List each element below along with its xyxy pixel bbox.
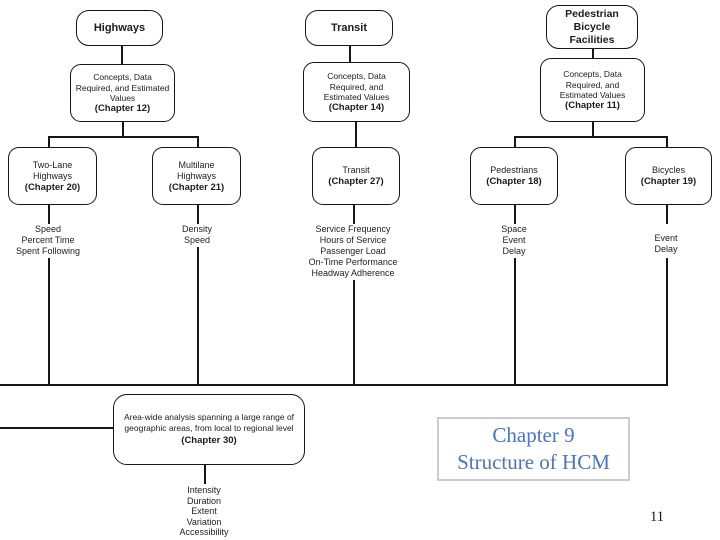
node-concepts14-line: Concepts, Data: [327, 71, 386, 81]
node-multilane-line: Highways: [176, 170, 216, 181]
measure-line: Density: [181, 224, 212, 234]
node-pedbike-line: Pedestrian: [565, 7, 619, 20]
node-concepts14-line: Estimated Values: [323, 92, 390, 102]
measure-line: Extent: [191, 506, 217, 517]
measure-line: Accessibility: [179, 527, 229, 538]
node-highways-label: Highways: [93, 21, 146, 34]
node-pedestrian-bicycle-facilities: Pedestrian Bicycle Facilities: [546, 5, 638, 49]
stub-transit27-measures: [353, 205, 355, 224]
node-concepts-chapter14: Concepts, Data Required, and Estimated V…: [303, 62, 410, 122]
measure-line: Percent Time: [21, 235, 75, 245]
measures-transit: Service Frequency Hours of Service Passe…: [283, 224, 423, 279]
measure-line: Duration: [186, 495, 222, 506]
drop-multilane-collector: [197, 247, 199, 384]
node-bicycles-line: Bicycles: [651, 165, 685, 175]
node-transit27-line: Transit: [342, 165, 370, 175]
collector-bar: [0, 384, 668, 386]
split-bar-pedbike: [514, 136, 667, 138]
node-concepts-chapter12: Concepts, Data Required, and Estimated V…: [70, 64, 175, 122]
caption-title: Chapter 9: [492, 423, 575, 447]
measure-line: Passenger Load: [320, 246, 386, 256]
measures-bicycles: Event Delay: [596, 233, 720, 255]
connector-split-twolane: [48, 136, 50, 147]
measure-line: Variation: [186, 516, 222, 527]
node-concepts14-line: Required, and: [329, 81, 384, 92]
connector-split-multilane: [197, 136, 199, 147]
drop-transit-collector: [353, 280, 355, 384]
node-transit: Transit: [305, 10, 393, 46]
caption-box: Chapter 9 Structure of HCM: [437, 417, 630, 481]
measures-twolane: Speed Percent Time Spent Following: [0, 224, 118, 257]
node-areawide-line: geographic areas, from local to regional…: [124, 422, 294, 433]
drop-pedestrians-collector: [514, 258, 516, 384]
measure-line: Speed: [183, 235, 211, 245]
node-concepts12-line: Concepts, Data: [93, 72, 152, 82]
stub-twolane-measures: [48, 205, 50, 224]
measure-line: Event: [502, 235, 526, 245]
node-twolane-chapter: (Chapter 20): [24, 181, 81, 193]
measure-line: Speed: [34, 224, 62, 234]
node-concepts12-chapter: (Chapter 12): [94, 102, 151, 114]
node-concepts11-chapter: (Chapter 11): [565, 99, 620, 111]
connector-highways-concepts12: [121, 46, 123, 64]
measure-line: Event: [654, 233, 678, 243]
node-transit-chapter27: Transit (Chapter 27): [312, 147, 400, 205]
measures-multilane: Density Speed: [127, 224, 267, 246]
measure-line: Spent Following: [15, 246, 81, 256]
node-bicycles-chapter: (Chapter 19): [640, 176, 697, 187]
connector-split-bicycles: [666, 136, 668, 147]
node-highways: Highways: [76, 10, 163, 46]
node-concepts12-line: Required, and Estimated: [75, 82, 170, 93]
node-pedbike-line: Facilities: [569, 33, 615, 46]
node-transit27-chapter: (Chapter 27): [328, 176, 384, 187]
node-twolane-highways: Two-Lane Highways (Chapter 20): [8, 147, 97, 205]
drop-twolane-collector: [48, 258, 50, 384]
measure-line: Space: [501, 224, 527, 234]
node-areawide-chapter30: Area-wide analysis spanning a large rang…: [113, 394, 305, 465]
node-pedestrians-chapter: (Chapter 18): [486, 176, 542, 187]
node-concepts11-line: Required, and: [565, 79, 620, 90]
node-areawide-chapter: (Chapter 30): [181, 435, 237, 447]
measure-line: Service Frequency: [315, 224, 391, 234]
node-concepts11-line: Estimated Values: [559, 90, 626, 100]
node-twolane-line: Two-Lane: [32, 159, 73, 170]
stub-pedestrians-measures: [514, 205, 516, 224]
measure-line: On-Time Performance: [308, 257, 398, 267]
drop-bicycles-collector: [666, 258, 668, 384]
node-pedbike-line: Bicycle: [573, 20, 611, 33]
measures-areawide: Intensity Duration Extent Variation Acce…: [134, 485, 274, 538]
stub-bicycles-measures: [666, 205, 668, 224]
node-concepts-chapter11: Concepts, Data Required, and Estimated V…: [540, 58, 645, 122]
node-multilane-highways: Multilane Highways (Chapter 21): [152, 147, 241, 205]
split-bar-highways: [48, 136, 198, 138]
node-concepts12-line: Values: [109, 93, 136, 103]
feed-line-areawide: [0, 427, 114, 429]
measure-line: Delay: [502, 246, 526, 256]
node-transit-label: Transit: [330, 21, 368, 34]
stub-areawide-measures: [204, 465, 206, 484]
page-number: 11: [650, 509, 664, 525]
node-concepts11-line: Concepts, Data: [563, 69, 622, 79]
connector-pedbike-concepts11: [592, 48, 594, 59]
measure-line: Headway Adherence: [311, 268, 395, 278]
measure-line: Intensity: [187, 485, 221, 495]
node-twolane-line: Highways: [32, 170, 72, 181]
node-multilane-line: Multilane: [178, 159, 215, 170]
node-areawide-line: Area-wide analysis spanning a large rang…: [123, 411, 295, 422]
stub-multilane-measures: [197, 205, 199, 224]
connector-split-pedestrians: [514, 136, 516, 147]
measures-pedestrians: Space Event Delay: [444, 224, 584, 257]
node-concepts14-chapter: (Chapter 14): [328, 101, 385, 113]
connector-concepts14-transit27: [355, 122, 357, 147]
measure-line: Hours of Service: [319, 235, 387, 245]
node-pedestrians-line: Pedestrians: [490, 165, 538, 175]
caption-subtitle: Structure of HCM: [457, 450, 610, 474]
node-pedestrians: Pedestrians (Chapter 18): [470, 147, 558, 205]
measure-line: Delay: [654, 244, 678, 254]
connector-concepts11-split: [592, 122, 594, 136]
node-multilane-chapter: (Chapter 21): [168, 181, 225, 193]
connector-transit-concepts14: [349, 46, 351, 62]
connector-concepts12-split: [122, 122, 124, 136]
node-bicycles: Bicycles (Chapter 19): [625, 147, 712, 205]
